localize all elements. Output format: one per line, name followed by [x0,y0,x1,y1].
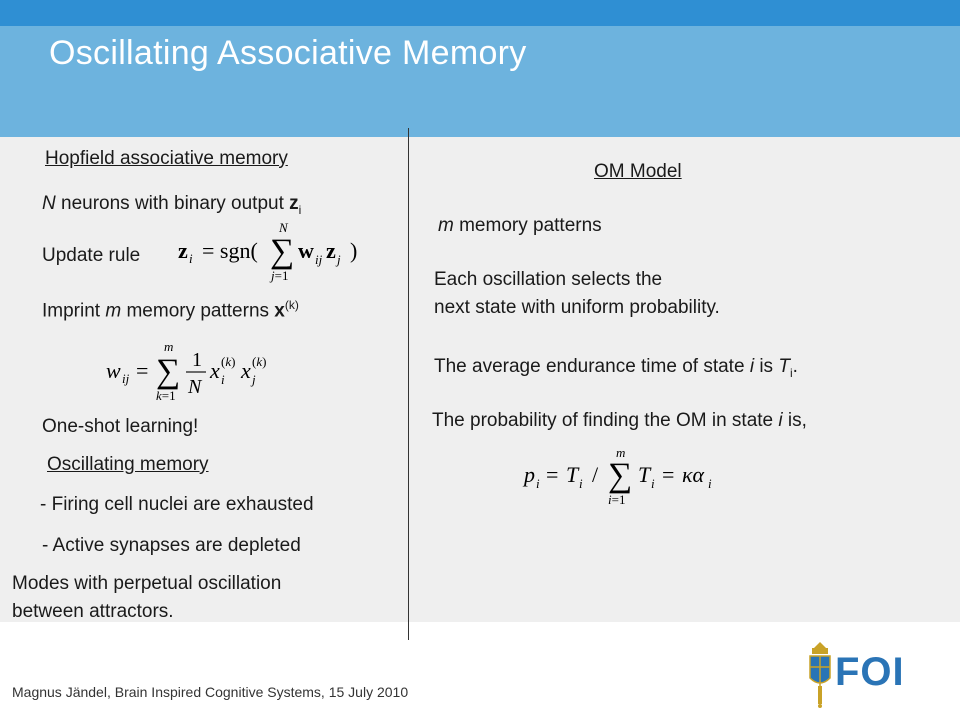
modes-line-1: Modes with perpetual oscillation [12,573,282,594]
svg-text:T: T [566,462,580,487]
imprint-line: Imprint m memory patterns x(k) [42,298,299,322]
svg-text:z: z [326,238,336,263]
om-model-heading: OM Model [594,161,682,182]
svg-text:1: 1 [192,349,202,371]
endurance-line: The average endurance time of state i is… [434,356,798,380]
svg-text:=: = [662,462,674,487]
probability-line: The probability of finding the OM in sta… [432,410,807,431]
svg-text:j: j [335,252,341,267]
svg-text:k=1: k=1 [156,388,176,403]
oscillating-memory-heading: Oscillating memory [47,454,209,475]
hopfield-heading: Hopfield associative memory [45,148,288,169]
svg-text:N: N [278,220,289,235]
one-shot-text: One-shot learning! [42,416,199,437]
svg-text:x: x [209,358,220,383]
svg-text:): ) [350,238,357,263]
foi-crest-icon [809,642,831,708]
title-banner [0,26,960,137]
svg-text:T: T [638,462,652,487]
svg-text:i: i [579,476,583,491]
svg-text:=: = [546,462,558,487]
svg-text:(k): (k) [252,354,266,369]
svg-text:∑: ∑ [156,353,180,390]
bullet-synapses: - Active synapses are depleted [42,535,301,556]
svg-text:ij: ij [315,252,323,267]
svg-text:ij: ij [122,371,130,386]
svg-text:w: w [298,238,314,263]
svg-text:z: z [178,238,188,263]
update-rule-label: Update rule [42,245,141,266]
svg-text:i: i [189,251,193,266]
modes-line-2: between attractors. [12,601,174,622]
oscillation-line-1: Each oscillation selects the [434,269,663,290]
update-rule-equation: z i = sgn( ∑ N j=1 w ij z j ) [178,220,357,283]
svg-text:x: x [240,358,251,383]
foi-logo-text: FOI [835,650,905,694]
svg-text:N: N [187,376,203,398]
svg-text:i=1: i=1 [608,492,625,507]
column-divider [408,128,409,640]
top-accent-bar [0,0,960,26]
svg-text:∑: ∑ [608,457,632,494]
svg-text:m: m [164,339,173,354]
memory-patterns-line: m memory patterns [438,215,602,236]
svg-text:j=1: j=1 [269,268,288,283]
svg-text:i: i [536,476,540,491]
svg-text:i: i [708,476,712,491]
svg-text:j: j [250,372,256,387]
svg-text:i: i [651,476,655,491]
svg-text:(k): (k) [221,354,235,369]
svg-text:i: i [221,372,225,387]
svg-text:κα: κα [682,462,705,487]
slide-title: Oscillating Associative Memory [49,34,527,72]
oscillation-line-2: next state with uniform probability. [434,297,720,318]
svg-text:/: / [592,462,599,487]
bullet-firing-nuclei: - Firing cell nuclei are exhausted [40,494,314,515]
probability-equation: p i = T i / ∑ m i=1 T i = κα i [522,445,712,507]
svg-text:= sgn(: = sgn( [202,238,258,263]
neurons-line: N neurons with binary output zi [42,193,302,217]
svg-text:p: p [522,462,535,487]
svg-text:=: = [136,358,148,383]
svg-text:w: w [106,358,121,383]
svg-text:m: m [616,445,625,460]
content-panel [0,137,960,622]
weight-equation: w ij = ∑ m k=1 1 N x i (k) x j (k) [106,339,266,403]
footer-citation: Magnus Jändel, Brain Inspired Cognitive … [12,684,409,700]
svg-text:∑: ∑ [270,233,294,270]
